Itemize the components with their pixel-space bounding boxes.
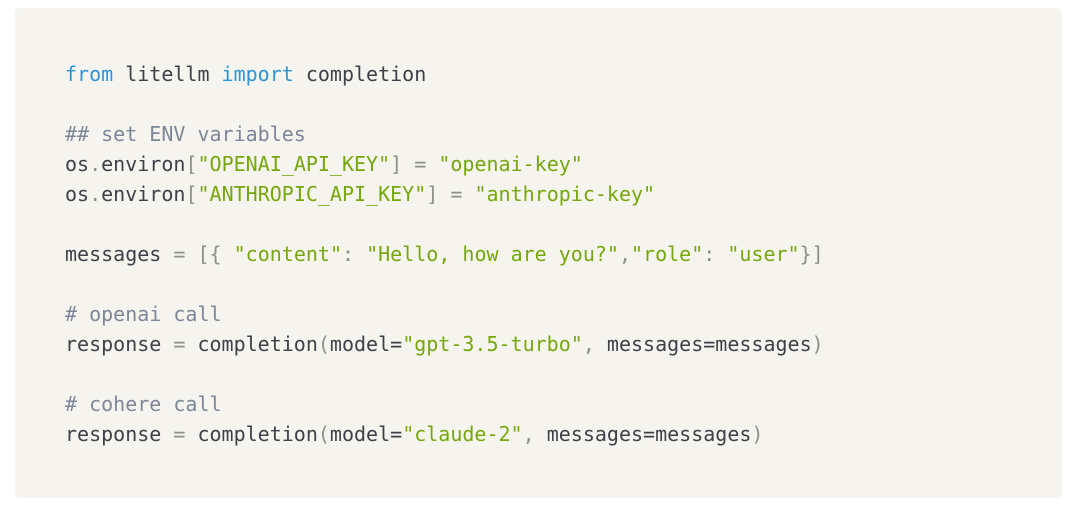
code-token-string: "Hello, how are you?" (366, 242, 619, 266)
code-line: # openai call (65, 299, 1032, 329)
code-token-default (426, 152, 438, 176)
code-token-default: litellm (113, 62, 222, 86)
code-token-punct: [ (185, 182, 198, 206)
code-token-keyword: from (65, 62, 114, 86)
code-token-default: completion (185, 422, 318, 446)
code-token-default (715, 242, 727, 266)
code-token-comment: # cohere call (65, 392, 222, 416)
code-token-default: model (329, 422, 391, 446)
code-token-punct: ] (390, 152, 403, 176)
code-block: from litellm import completion ## set EN… (15, 8, 1062, 449)
code-line (65, 269, 1032, 299)
code-token-punct: }] (799, 242, 824, 266)
code-token-string: "ANTHROPIC_API_KEY" (197, 182, 427, 206)
code-line: os.environ["OPENAI_API_KEY"] = "openai-k… (65, 149, 1032, 179)
code-line: from litellm import completion (65, 59, 1032, 89)
code-token-default: model (329, 332, 391, 356)
code-token-punct: = (173, 422, 186, 446)
code-token-default: environ (101, 152, 186, 176)
code-token-default: environ (101, 182, 186, 206)
code-token-punct: , (522, 422, 535, 446)
code-token-string: "openai-key" (438, 152, 583, 176)
code-token-default: os (65, 152, 90, 176)
code-line: # cohere call (65, 389, 1032, 419)
code-token-string: "content" (233, 242, 342, 266)
code-token-punct: : (341, 242, 355, 266)
code-token-keyword: import (221, 62, 294, 86)
code-token-punct: = (414, 152, 427, 176)
code-token-default: completion (185, 332, 318, 356)
code-token-punct: ( (317, 332, 330, 356)
code-token-default: messages (715, 332, 812, 356)
code-token-string: "gpt-3.5-turbo" (402, 332, 583, 356)
code-token-punct: = (173, 242, 186, 266)
code-line (65, 209, 1032, 239)
code-line (65, 359, 1032, 389)
code-token-comment: ## set ENV variables (65, 122, 306, 146)
code-token-default (438, 182, 450, 206)
code-token-string: "claude-2" (402, 422, 523, 446)
code-token-string: "role" (631, 242, 704, 266)
code-token-default: = (390, 332, 403, 356)
code-token-punct: , (618, 242, 631, 266)
code-token-punct: ) (751, 422, 764, 446)
code-token-default: response (65, 332, 174, 356)
code-token-default: messages (594, 332, 704, 356)
code-line: os.environ["ANTHROPIC_API_KEY"] = "anthr… (65, 179, 1032, 209)
code-token-punct: = (173, 332, 186, 356)
code-token-default: messages (534, 422, 644, 446)
code-token-string: "OPENAI_API_KEY" (197, 152, 391, 176)
code-token-punct: [ (185, 152, 198, 176)
code-token-default: = (390, 422, 403, 446)
code-token-punct: [{ (197, 242, 222, 266)
code-token-punct: ( (317, 422, 330, 446)
code-token-default (354, 242, 366, 266)
code-token-punct: : (703, 242, 716, 266)
code-token-default: os (65, 182, 90, 206)
code-line: ## set ENV variables (65, 119, 1032, 149)
code-line: response = completion(model="gpt-3.5-tur… (65, 329, 1032, 359)
code-token-string: "anthropic-key" (474, 182, 656, 206)
code-token-default: completion (293, 62, 427, 86)
code-token-punct: . (89, 152, 102, 176)
code-token-punct: , (582, 332, 595, 356)
code-token-default (222, 242, 234, 266)
code-token-punct: ) (811, 332, 824, 356)
code-line: messages = [{ "content": "Hello, how are… (65, 239, 1032, 269)
code-token-default (462, 182, 474, 206)
code-line (65, 89, 1032, 119)
code-token-default: = (643, 422, 656, 446)
code-token-default (402, 152, 414, 176)
code-token-string: "user" (727, 242, 800, 266)
code-token-default (185, 242, 197, 266)
code-token-default: messages (65, 242, 174, 266)
code-token-default: = (703, 332, 716, 356)
code-line: response = completion(model="claude-2", … (65, 419, 1032, 449)
code-token-comment: # openai call (65, 302, 222, 326)
code-token-punct: = (450, 182, 463, 206)
code-token-default: messages (655, 422, 752, 446)
code-token-punct: . (89, 182, 102, 206)
code-snippet-card: from litellm import completion ## set EN… (15, 8, 1062, 498)
code-token-punct: ] (426, 182, 439, 206)
code-token-default: response (65, 422, 174, 446)
